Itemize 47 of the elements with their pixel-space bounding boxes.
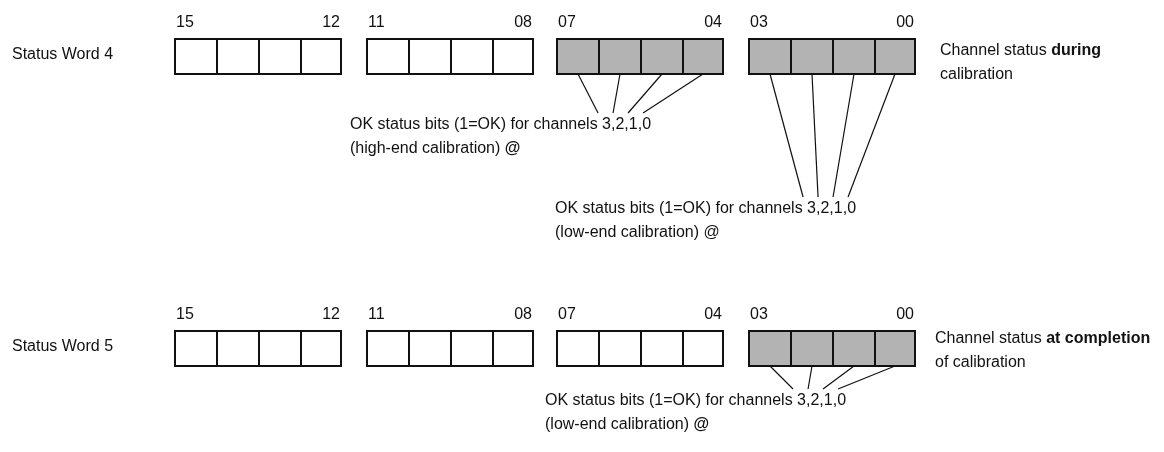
bit-number: 11 — [368, 304, 386, 324]
bit-number: 03 — [750, 304, 769, 324]
bit-cell — [748, 330, 792, 367]
note-text: OK status bits (1=OK) for channels 3,2,1,0 (high-end calibration) @ — [350, 112, 666, 160]
bit-number: 12 — [321, 12, 340, 32]
bit-number: 12 — [321, 304, 340, 324]
bit-cell — [748, 38, 792, 75]
leader-line — [769, 365, 794, 390]
note-text: OK status bits (1=OK) for channels 3,2,1,0 (low-end calibration) @ — [545, 388, 861, 436]
bit-number: 04 — [703, 304, 722, 324]
bit-number: 00 — [895, 304, 914, 324]
leader-line — [832, 73, 855, 198]
bit-cell — [682, 38, 724, 75]
bit-number: 11 — [368, 12, 386, 32]
bit-cell — [832, 38, 876, 75]
bit-number: 00 — [895, 12, 914, 32]
description-text: Channel status at completion of calibration — [935, 328, 1152, 372]
bit-number: 08 — [513, 304, 532, 324]
bit-cell — [874, 330, 916, 367]
leader-line — [612, 73, 621, 114]
leader-line — [822, 365, 855, 390]
leader-line — [577, 73, 599, 114]
leader-line — [627, 73, 663, 114]
bit-number: 15 — [176, 304, 195, 324]
bit-cell — [640, 38, 684, 75]
bit-number: 03 — [750, 12, 769, 32]
bit-cell — [598, 38, 642, 75]
description-text: Channel status during calibration — [940, 40, 1102, 84]
bit-number: 04 — [703, 12, 722, 32]
leader-line — [847, 73, 896, 198]
bit-cell — [874, 38, 916, 75]
leader-line — [837, 365, 896, 390]
leader-line — [811, 73, 819, 198]
leader-line — [642, 73, 704, 114]
word-label: Status Word 5 — [12, 336, 115, 356]
bit-number: 08 — [513, 12, 532, 32]
bit-cell — [556, 38, 600, 75]
bit-number: 07 — [558, 304, 577, 324]
word-label: Status Word 4 — [12, 44, 115, 64]
leader-line — [769, 73, 804, 198]
bit-cell — [832, 330, 876, 367]
bit-number: 07 — [558, 12, 577, 32]
leader-line — [807, 365, 813, 390]
bit-number: 15 — [176, 12, 195, 32]
note-text: OK status bits (1=OK) for channels 3,2,1,0 (low-end calibration) @ — [555, 196, 871, 244]
bit-cell — [790, 330, 834, 367]
bit-cell — [790, 38, 834, 75]
